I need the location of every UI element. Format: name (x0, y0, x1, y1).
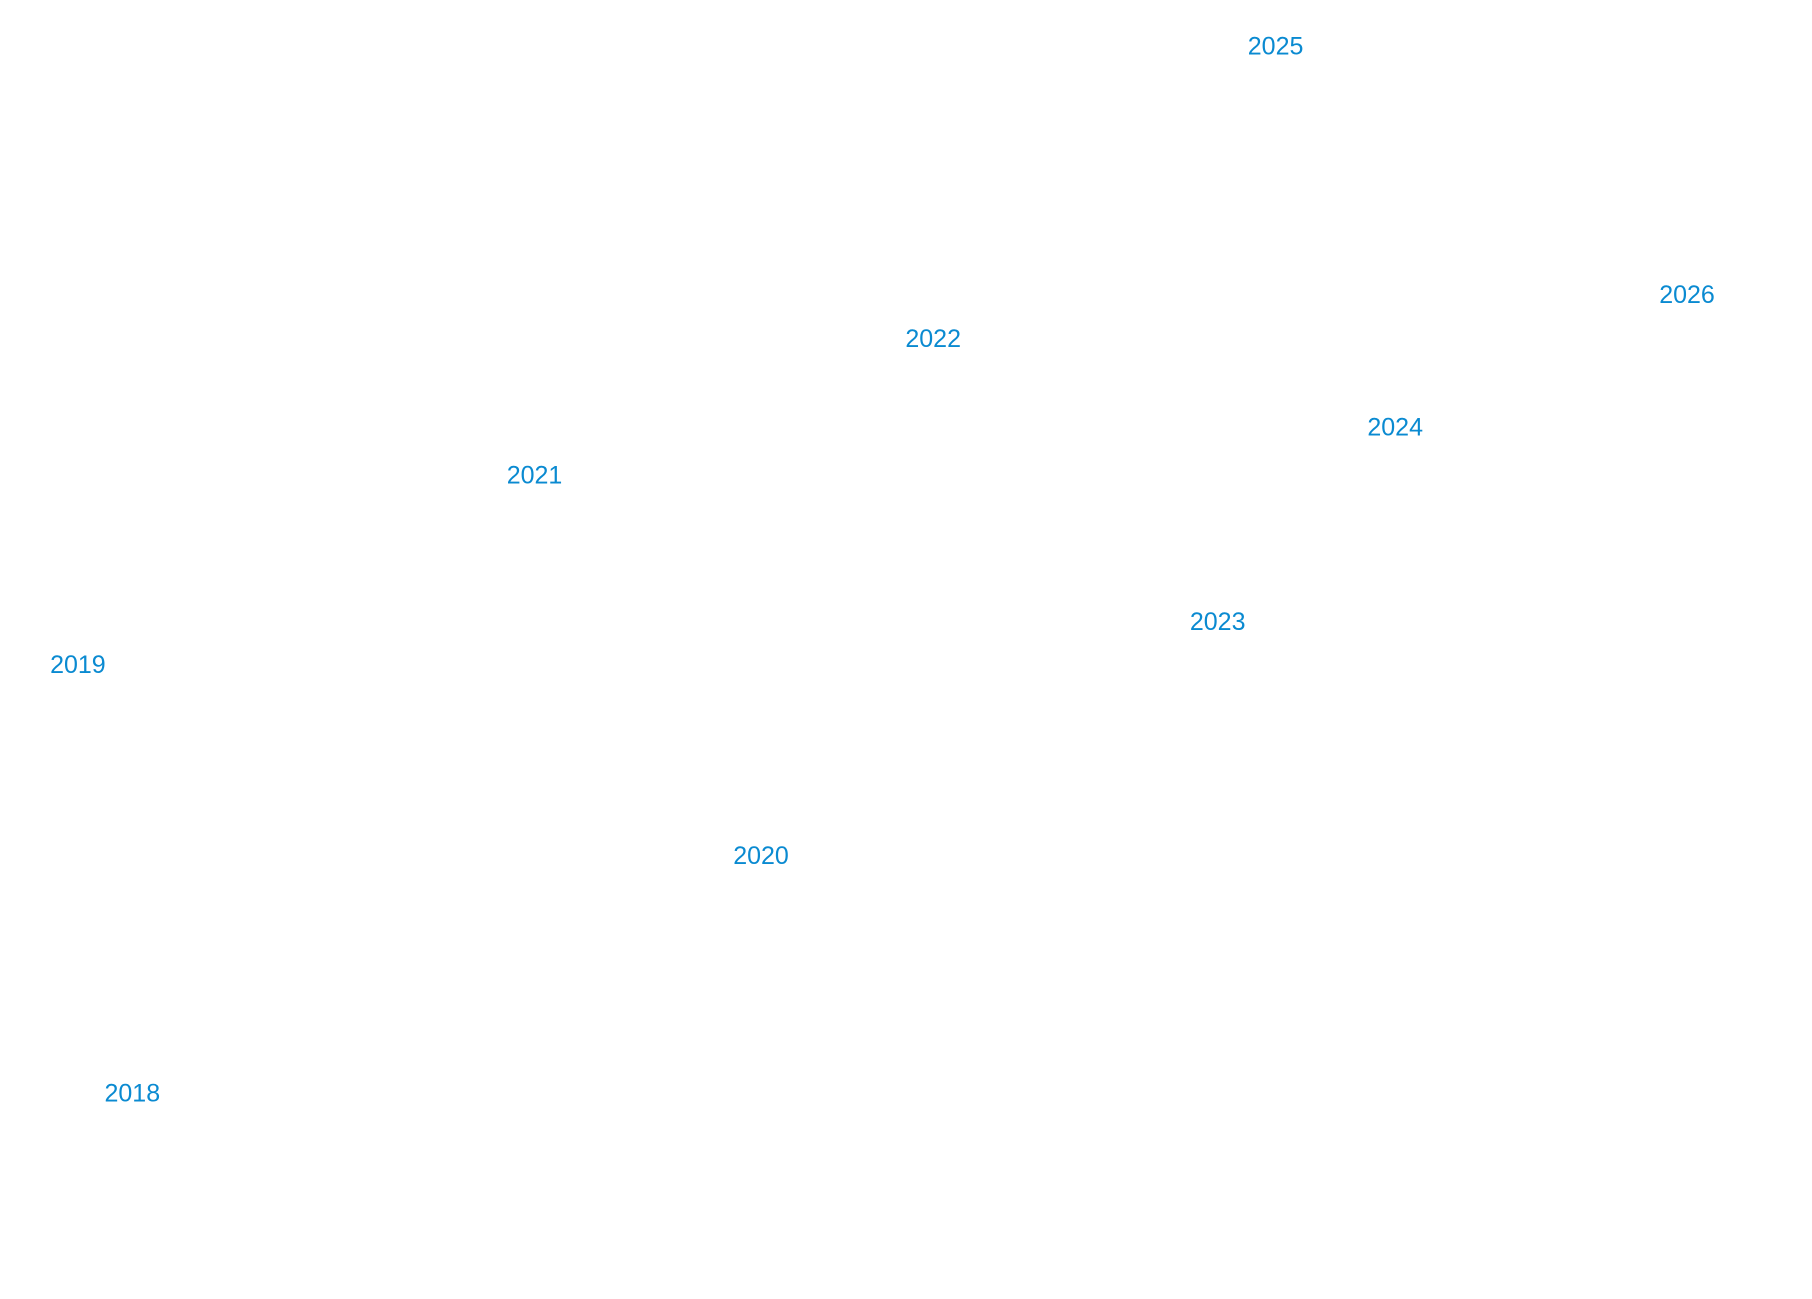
point-label-2025: 2025 (1248, 33, 1304, 61)
point-labels-layer: 2018 2019 2020 2021 2022 2023 2024 2025 2026 (50, 33, 1715, 1108)
point-label-2018: 2018 (104, 1080, 160, 1108)
point-label-2026: 2026 (1659, 281, 1715, 309)
point-label-2023: 2023 (1190, 608, 1246, 636)
point-label-2021: 2021 (507, 461, 563, 489)
point-label-2019: 2019 (50, 651, 106, 679)
point-label-2020: 2020 (733, 842, 789, 870)
point-label-2024: 2024 (1367, 413, 1423, 441)
point-label-2022: 2022 (905, 325, 961, 353)
